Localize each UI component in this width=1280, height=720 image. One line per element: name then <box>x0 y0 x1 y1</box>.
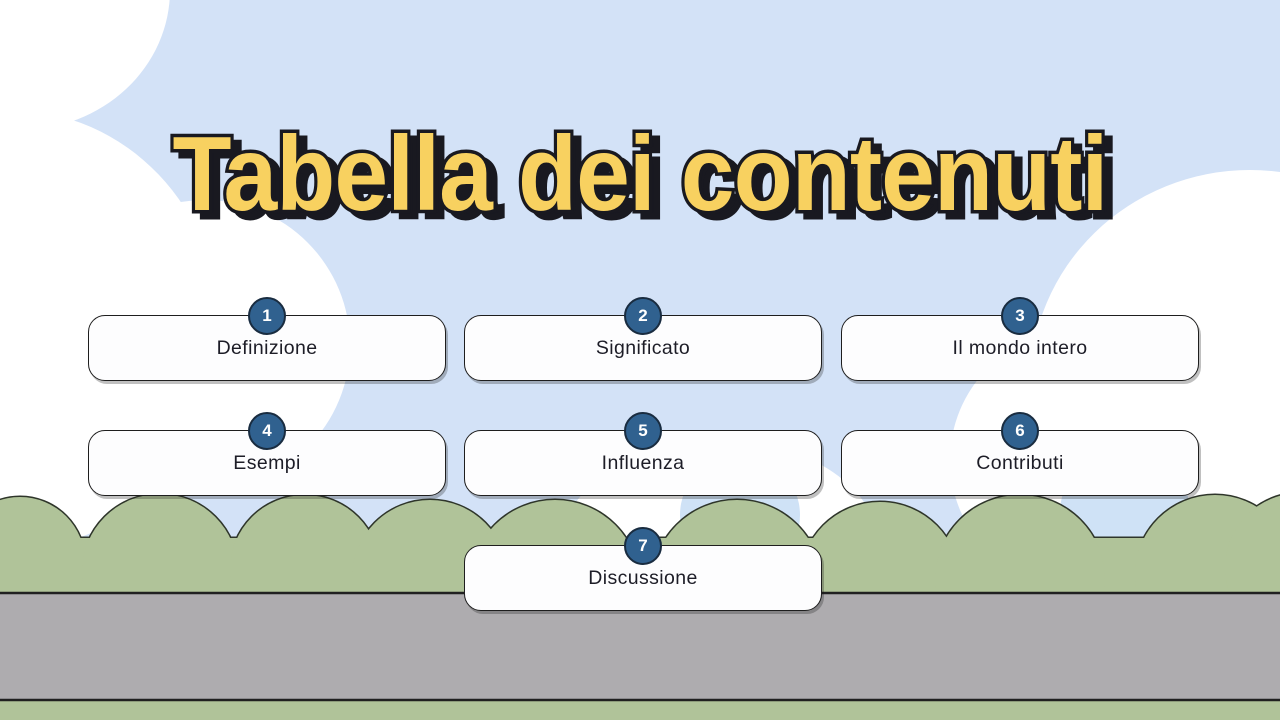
toc-number-badge: 7 <box>624 527 662 565</box>
toc-number-badge: 2 <box>624 297 662 335</box>
grass-strip <box>0 698 1280 720</box>
toc-item-label: Il mondo intero <box>952 336 1088 359</box>
page-title-text: Tabella dei contenuti <box>173 115 1108 233</box>
toc-item-label: Influenza <box>601 451 685 474</box>
toc-number-badge: 4 <box>248 412 286 450</box>
toc-number-badge: 6 <box>1001 412 1039 450</box>
toc-number-badge: 3 <box>1001 297 1039 335</box>
toc-item-discussione[interactable]: 7 Discussione <box>464 527 822 611</box>
toc-item-label: Definizione <box>216 336 318 359</box>
toc-number-badge: 5 <box>624 412 662 450</box>
toc-item-label: Contributi <box>976 451 1064 474</box>
toc-item-label: Esempi <box>233 451 301 474</box>
toc-item-contributi[interactable]: 6 Contributi <box>841 412 1199 496</box>
toc-item-label: Discussione <box>588 566 698 589</box>
page-title-shadow: Tabella dei contenuti <box>181 121 1116 239</box>
toc-item-definizione[interactable]: 1 Definizione <box>88 297 446 381</box>
toc-number-badge: 1 <box>248 297 286 335</box>
toc-item-significato[interactable]: 2 Significato <box>464 297 822 381</box>
toc-item-esempi[interactable]: 4 Esempi <box>88 412 446 496</box>
toc-item-label: Significato <box>595 336 691 359</box>
page-title: Tabella dei contenuti Tabella dei conten… <box>169 112 1120 241</box>
toc-item-il-mondo-intero[interactable]: 3 Il mondo intero <box>841 297 1199 381</box>
toc-item-influenza[interactable]: 5 Influenza <box>464 412 822 496</box>
